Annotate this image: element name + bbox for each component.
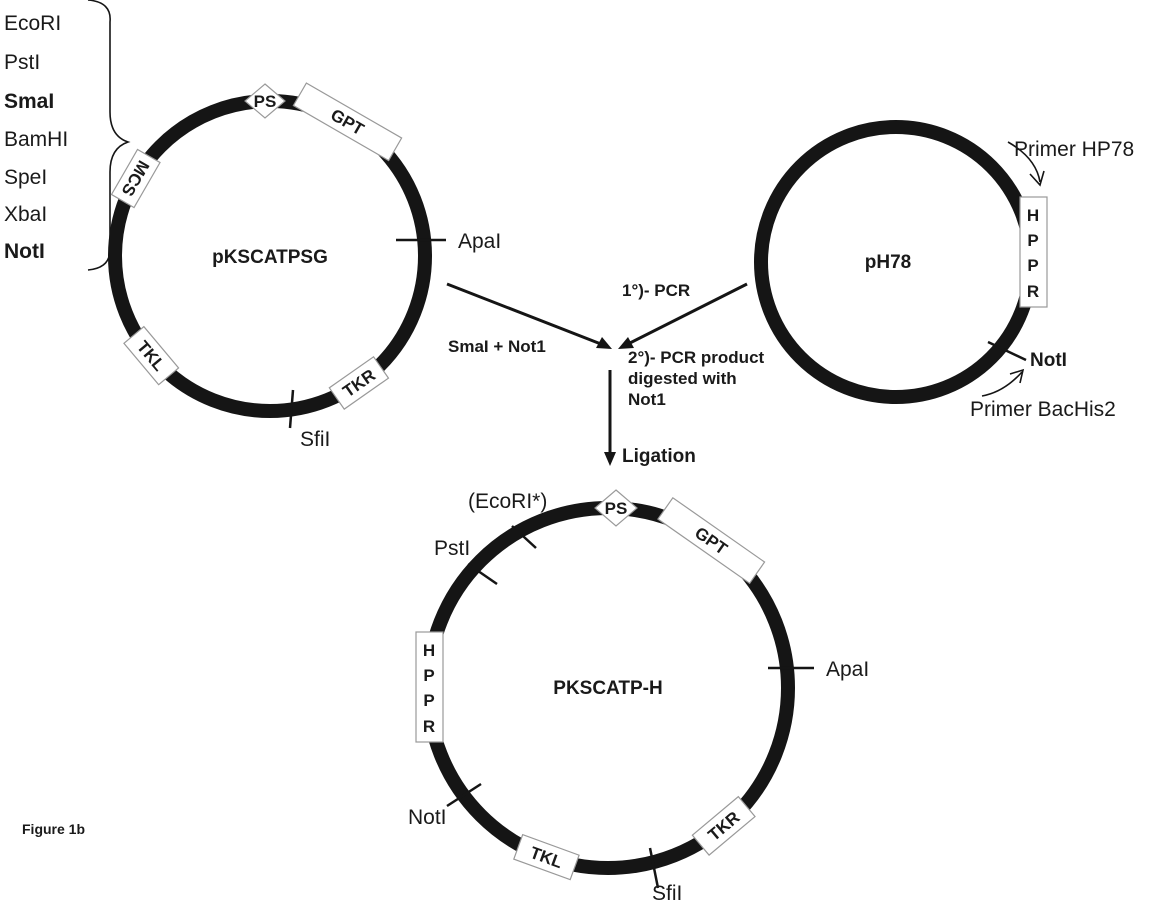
plasmid3-hppr-h: H: [423, 641, 435, 660]
mcs-site-bamhi: BamHI: [4, 128, 68, 151]
digest-arrow: [446, 282, 607, 348]
primer-hp78-arrow: [1007, 141, 1041, 183]
pcr2-label-line1: 2°)- PCR product: [628, 348, 765, 367]
plasmid3-psti-site: [467, 562, 498, 586]
plasmid1-gpt-box: GPT: [292, 82, 403, 162]
plasmid3-sfii-site: [648, 847, 660, 889]
plasmid3-hppr-p1: P: [423, 666, 434, 685]
primer-hp78-arrowhead: [1029, 170, 1045, 187]
plasmid1-name: pKSCATPSG: [212, 247, 328, 268]
plasmid1-mcs-box: MCS: [110, 148, 161, 209]
plasmid2-hppr-r: R: [1027, 282, 1039, 301]
primer-bachis2-arrow: [981, 371, 1023, 397]
plasmid2-hppr-h: H: [1027, 206, 1039, 225]
figure-label: Figure 1b: [22, 821, 85, 837]
primer-bachis2-arrowhead: [1009, 368, 1025, 384]
plasmid3-psti-label: PstI: [434, 537, 470, 560]
plasmid3-sfii-label: SfiI: [652, 882, 682, 905]
plasmid3-noti-label: NotI: [408, 806, 447, 829]
digest-label: SmaI + Not1: [448, 337, 546, 356]
mcs-site-smai: SmaI: [4, 90, 54, 113]
plasmid1-ps-label: PS: [254, 92, 277, 111]
plasmid3-tkr-box: TKR: [691, 795, 756, 856]
plasmid-pkscatp-h: GPT TKL TKR H P P R PS (EcoR: [408, 489, 869, 905]
process-arrows: SmaI + Not1 1°)- PCR 2°)- PCR product di…: [446, 281, 765, 467]
plasmid1-sfii-label: SfiI: [300, 428, 330, 451]
plasmid3-gpt-box: GPT: [657, 496, 766, 585]
mcs-site-spei: SpeI: [4, 166, 47, 189]
digest-arrowhead: [596, 337, 612, 349]
pcr-arrow: [625, 282, 748, 347]
plasmid2-noti-label: NotI: [1030, 350, 1067, 371]
ligation-arrowhead: [604, 452, 616, 466]
primer-bachis2-label: Primer BacHis2: [970, 398, 1116, 421]
plasmid3-hppr-box: H P P R: [415, 631, 444, 743]
mcs-site-xbai: XbaI: [4, 203, 47, 226]
plasmid3-noti-site: [446, 782, 482, 808]
pcr2-label-line2: digested with: [628, 369, 737, 388]
mcs-site-psti: PstI: [4, 51, 40, 74]
primer-hp78-label: Primer HP78: [1014, 138, 1134, 161]
ligation-label: Ligation: [622, 446, 696, 467]
plasmid3-hppr-p2: P: [423, 691, 434, 710]
plasmid2-hppr-box: H P P R: [1019, 196, 1048, 308]
plasmid2-hppr-p2: P: [1027, 256, 1038, 275]
plasmid-ph78: H P P R NotI Primer HP78 Primer BacHis2 …: [754, 120, 1134, 421]
plasmid1-apai-label: ApaI: [458, 230, 501, 253]
plasmid1-sfii-site: [288, 389, 295, 429]
plasmid3-ecori-label: (EcoRI*): [468, 490, 547, 513]
plasmid3-ps-diamond: PS: [594, 489, 638, 527]
plasmid2-hppr-p1: P: [1027, 231, 1038, 250]
plasmid3-hppr-r: R: [423, 717, 435, 736]
plasmid2-name: pH78: [865, 252, 911, 273]
plasmid1-ps-diamond: PS: [244, 83, 286, 119]
pcr1-label: 1°)- PCR: [622, 281, 690, 300]
plasmid-pkscatpsg: MCS GPT PS TKL TKR ApaI: [108, 82, 501, 451]
plasmid3-ecori-site: [511, 525, 537, 549]
plasmid3-tkl-box: TKL: [513, 833, 580, 881]
plasmid2-noti-site: [987, 340, 1027, 362]
plasmid3-apai-label: ApaI: [826, 658, 869, 681]
pcr2-label-line3: Not1: [628, 390, 666, 409]
mcs-site-ecori: EcoRI: [4, 12, 61, 35]
plasmid3-ps-label: PS: [605, 499, 628, 518]
mcs-site-list: EcoRI PstI SmaI BamHI SpeI XbaI NotI: [4, 0, 131, 271]
plasmid1-tkr-box: TKR: [328, 355, 390, 410]
plasmid3-name: PKSCATP-H: [553, 678, 662, 699]
pcr-arrowhead: [618, 337, 634, 349]
mcs-site-noti: NotI: [4, 240, 45, 263]
